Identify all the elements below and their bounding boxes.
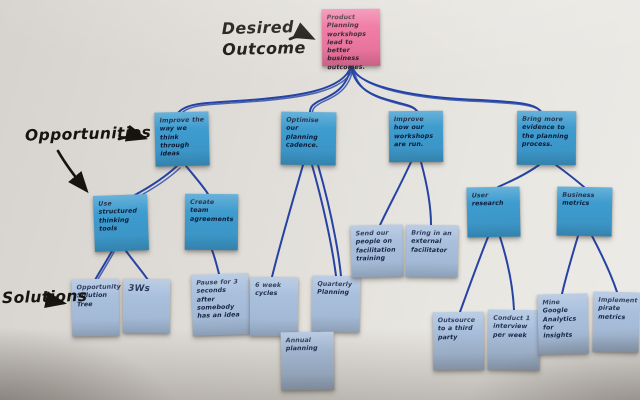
label-desired-outcome: Desired Outcome — [221, 17, 306, 59]
note-text: Product Planning workshops lead to bette… — [326, 13, 367, 72]
note-text: Bring more evidence to the planning proc… — [521, 115, 569, 148]
note-text: Improve how our workshops are run. — [393, 115, 434, 149]
note-text: 6 week cycles — [255, 281, 282, 298]
sticky-note-quarterly-planning: Quarterly Planning — [311, 275, 361, 333]
note-text: Mine Google Analytics for insights — [542, 299, 577, 340]
sticky-note-opp-thinking: Improve the way we think through ideas — [154, 111, 210, 167]
outcome-to-opportunities-connectors — [177, 65, 544, 116]
sticky-note-3ws: 3Ws — [122, 278, 171, 334]
sticky-note-opp-planning-cadence: Optimise our planning cadence. — [280, 111, 337, 166]
solutions-arrow-icon — [44, 291, 67, 309]
note-text: Annual planning — [285, 336, 318, 353]
note-text: Send our people on facilitation training — [355, 229, 396, 263]
sticky-note-6-week-cycles: 6 week cycles — [249, 276, 299, 337]
sticky-note-annual-planning: Annual planning — [280, 331, 335, 391]
sticky-note-external-facilitator: Bring in an external facilitator — [405, 224, 459, 278]
sticky-note-1-interview-per-week: Conduct 1 interview per week — [487, 309, 541, 371]
label-opportunities: Opportunities — [24, 123, 152, 145]
note-text: Create team agreements — [189, 198, 234, 223]
sticky-note-structured-thinking-tools: Use structured thinking tools — [93, 194, 149, 252]
note-text: 3Ws — [128, 283, 151, 295]
sticky-note-business-metrics: Business metrics — [556, 186, 613, 237]
sticky-note-pause-3-seconds: Pause for 3 seconds after somebody has a… — [191, 273, 250, 336]
note-text: Quarterly Planning — [317, 280, 353, 297]
sticky-note-facilitation-training: Send our people on facilitation training — [350, 224, 404, 278]
note-text: Bring in an external facilitator — [410, 229, 452, 254]
note-text: User research — [471, 192, 504, 208]
note-text: Implement pirate metrics — [598, 296, 638, 321]
sticky-note-outsource-third-party: Outsource to a third party — [432, 311, 485, 371]
label-solutions: Solutions — [1, 286, 88, 308]
sticky-note-opp-workshops: Improve how our workshops are run. — [388, 110, 444, 163]
note-text: Pause for 3 seconds after somebody has a… — [196, 278, 240, 320]
sticky-note-opp-evidence: Bring more evidence to the planning proc… — [516, 110, 577, 166]
note-text: Outsource to a third party — [437, 316, 476, 341]
note-text: Business metrics — [562, 191, 595, 208]
opportunities-pointer-line-icon — [56, 149, 89, 194]
desired-outcome-arrow-icon — [288, 22, 316, 41]
opportunities-arrow-icon — [117, 124, 148, 142]
note-text: Optimise our planning cadence. — [285, 116, 319, 150]
sticky-note-outcome: Product Planning workshops lead to bette… — [321, 8, 381, 71]
sticky-note-pirate-metrics: Implement pirate metrics — [592, 291, 640, 353]
note-text: Improve the way we think through ideas — [159, 116, 205, 158]
sticky-note-team-agreements: Create team agreements — [184, 193, 239, 251]
sticky-note-user-research: User research — [466, 186, 521, 238]
note-text: Use structured thinking tools — [98, 200, 138, 233]
sticky-note-google-analytics: Mine Google Analytics for insights — [537, 293, 589, 355]
note-text: Conduct 1 interview per week — [493, 314, 531, 339]
